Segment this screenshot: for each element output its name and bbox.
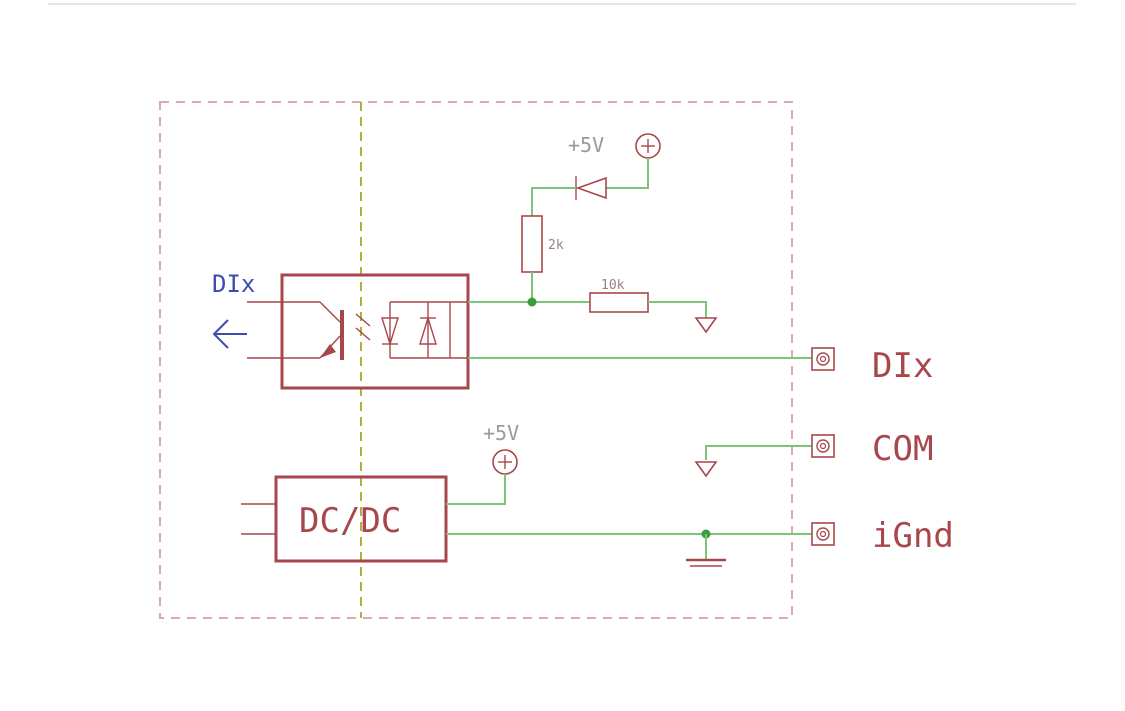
- protection-diode: [575, 176, 607, 200]
- top-divider: [48, 3, 1076, 5]
- signal-output-arrow: [212, 319, 247, 349]
- resistor-10k-label: 10k: [601, 278, 625, 293]
- terminal-com-connector: [811, 434, 835, 458]
- chassis-ground: [686, 558, 726, 567]
- junction-dot: [527, 297, 537, 307]
- supply-bottom-symbol: [492, 449, 518, 475]
- signal-ground-com: [694, 461, 718, 478]
- supply-top-symbol: [635, 133, 661, 159]
- terminal-ignd-connector: [811, 522, 835, 546]
- supply-bottom-label: +5V: [483, 421, 519, 445]
- resistor-2k-label: 2k: [548, 238, 564, 253]
- input-signal-label: DIx: [212, 270, 255, 298]
- converter-label: DC/DC: [299, 501, 401, 541]
- terminal-com-label: COM: [872, 429, 933, 469]
- terminal-dix-connector: [811, 347, 835, 371]
- resistor-2k: [521, 215, 543, 273]
- optocoupler: [247, 273, 470, 390]
- terminal-dix-label: DIx: [872, 346, 933, 386]
- module-boundary: [159, 101, 793, 619]
- terminal-ignd-label: iGnd: [872, 516, 954, 556]
- dc-dc-converter: [241, 475, 448, 563]
- resistor-10k: [589, 292, 649, 313]
- signal-ground-top: [694, 317, 718, 334]
- supply-top-label: +5V: [568, 133, 604, 157]
